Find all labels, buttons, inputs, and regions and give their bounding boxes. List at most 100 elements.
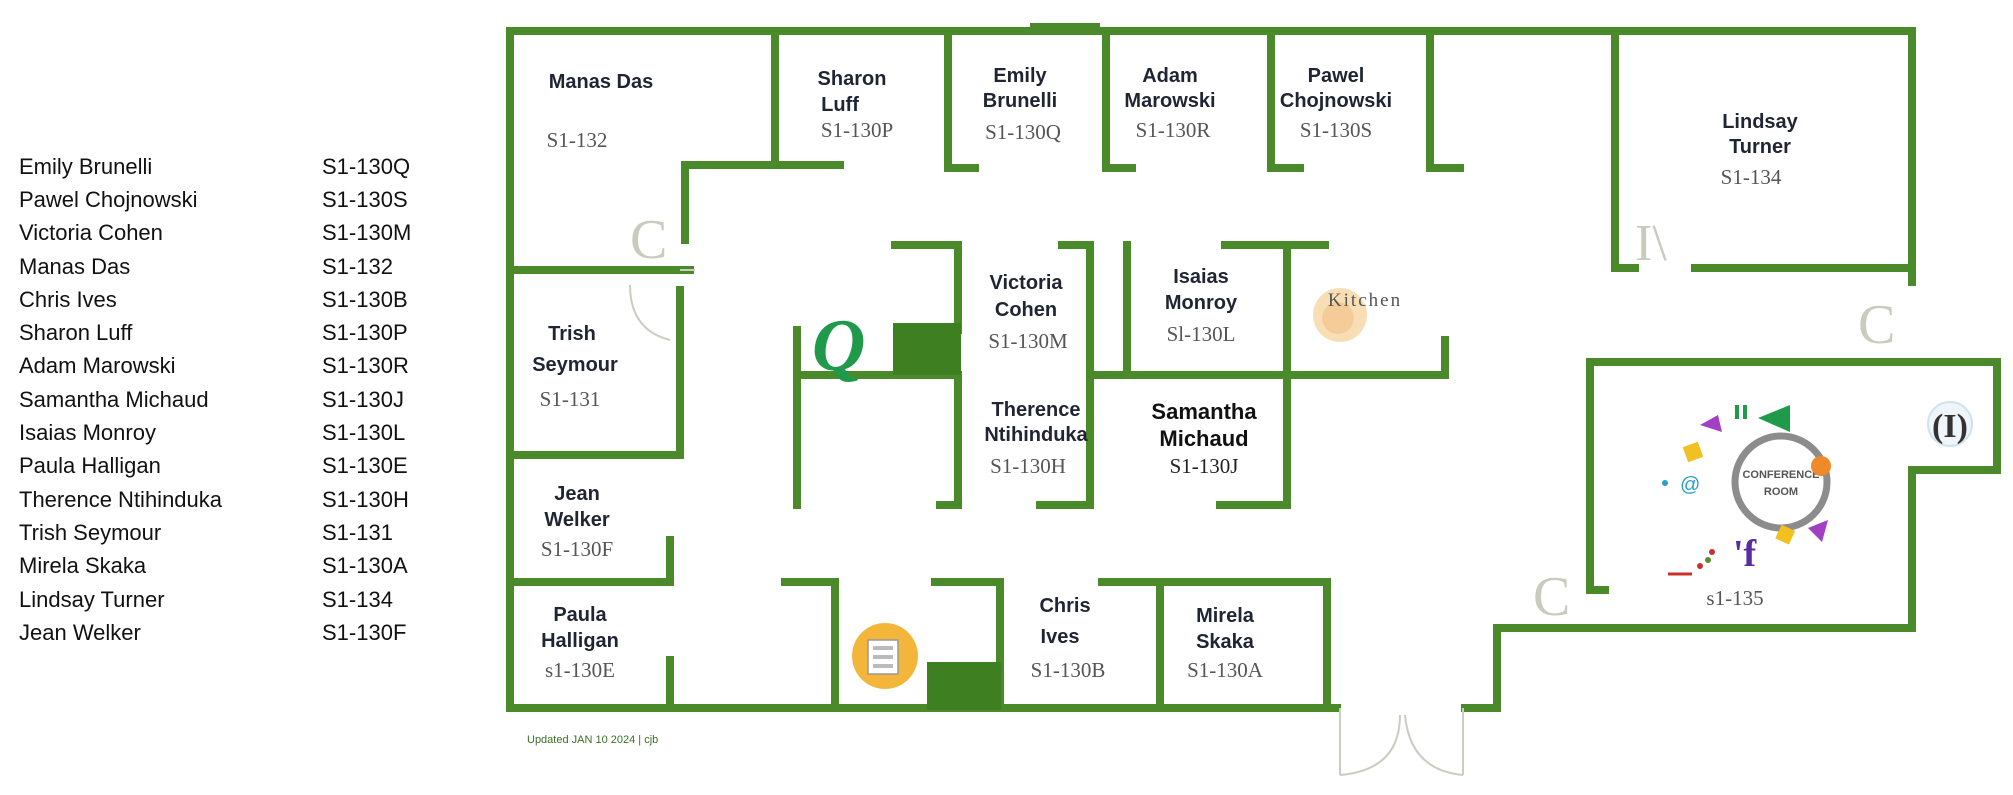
directory-room: S1-130F	[322, 619, 407, 645]
door-c-1: C	[630, 209, 667, 271]
svg-text:Turner: Turner	[1729, 136, 1791, 158]
directory-room: S1-130B	[322, 286, 408, 312]
svg-text:Trish: Trish	[548, 323, 596, 345]
office-victoria: Victoria Cohen S1-130M	[988, 272, 1068, 353]
svg-text:S1-130A: S1-130A	[1187, 658, 1264, 682]
directory-name: Isaias Monroy	[19, 420, 156, 446]
directory-name: Pawel Chojnowski	[19, 186, 198, 212]
updated-note: Updated JAN 10 2024 | cjb	[527, 734, 658, 746]
directory-room: S1-130H	[322, 486, 409, 512]
directory-name: Victoria Cohen	[19, 220, 163, 246]
directory-name: Mirela Skaka	[19, 553, 147, 579]
svg-text:Brunelli: Brunelli	[983, 90, 1057, 112]
directory-name: Sharon Luff	[19, 320, 133, 346]
directory-room: S1-130L	[322, 420, 406, 446]
svg-text:(I): (I)	[1932, 408, 1968, 445]
svg-text:Jean: Jean	[554, 483, 600, 505]
kitchen-icon	[1313, 288, 1367, 342]
directory-room: S1-130S	[322, 186, 408, 212]
directory-name: Adam Marowski	[19, 353, 176, 379]
svg-text:Chris: Chris	[1039, 595, 1090, 617]
office-manas: Manas Das S1-132	[547, 71, 654, 152]
svg-text:Samantha: Samantha	[1151, 399, 1257, 424]
svg-text:Emily: Emily	[993, 65, 1047, 87]
svg-text:Q: Q	[812, 305, 865, 387]
svg-text:CONFERENCE: CONFERENCE	[1742, 469, 1819, 481]
svg-text:Ives: Ives	[1041, 626, 1080, 648]
directory-room: S1-132	[322, 253, 393, 279]
svg-text:Cohen: Cohen	[995, 299, 1057, 321]
door-c-3: C	[1533, 566, 1570, 628]
svg-text:Monroy: Monroy	[1165, 292, 1238, 314]
directory-name: Emily Brunelli	[19, 153, 153, 179]
directory-room: S1-130Q	[322, 153, 411, 179]
conference-icon: CONFERENCE ROOM @ 'f	[1662, 405, 1831, 576]
directory-row: Therence Ntihinduka S1-130H	[19, 483, 439, 516]
directory-name: Samantha Michaud	[19, 386, 209, 412]
office-mirela: Mirela Skaka S1-130A	[1187, 605, 1264, 682]
printer-icon	[852, 623, 918, 689]
directory-room: S1-130E	[322, 453, 408, 479]
svg-text:Seymour: Seymour	[532, 354, 618, 376]
svg-text:s1-130E: s1-130E	[545, 658, 615, 682]
directory-row: Adam Marowski S1-130R	[19, 350, 439, 383]
office-therence: Therence Ntihinduka S1-130H	[984, 399, 1088, 478]
directory-name: Chris Ives	[19, 286, 117, 312]
svg-text:S1-130H: S1-130H	[990, 454, 1066, 478]
office-jean: Jean Welker S1-130F	[541, 483, 613, 561]
svg-text:Therence: Therence	[992, 399, 1081, 421]
svg-text:S1-130Q: S1-130Q	[985, 120, 1061, 144]
svg-text:Victoria: Victoria	[990, 272, 1064, 294]
directory-name: Manas Das	[19, 253, 131, 279]
office-trish: Trish Seymour S1-131	[532, 323, 618, 411]
svg-text:Mirela: Mirela	[1196, 605, 1255, 627]
top-door-marker	[1030, 23, 1100, 35]
svg-text:'f: 'f	[1733, 533, 1758, 575]
svg-text:S1-130P: S1-130P	[821, 118, 893, 142]
directory-row: Chris Ives S1-130B	[19, 283, 439, 316]
svg-text:ROOM: ROOM	[1764, 486, 1798, 498]
directory-name: Lindsay Turner	[19, 586, 165, 612]
office-samantha: Samantha Michaud S1-130J	[1151, 399, 1257, 478]
svg-text:S1-132: S1-132	[547, 128, 608, 152]
svg-text:Skaka: Skaka	[1196, 631, 1255, 653]
svg-text:S1-130M: S1-130M	[988, 329, 1068, 353]
info-icon: (I)	[1927, 401, 1973, 447]
svg-text:Paula: Paula	[553, 604, 607, 626]
svg-text:Welker: Welker	[544, 509, 609, 531]
office-chris: Chris Ives S1-130B	[1031, 595, 1106, 682]
office-paula: Paula Halligan s1-130E	[541, 604, 619, 682]
q-logo-icon: Q	[812, 305, 865, 387]
directory-room: S1-130R	[322, 353, 409, 379]
svg-text:Sl-130L: Sl-130L	[1167, 322, 1236, 346]
directory-row: Isaias Monroy S1-130L	[19, 416, 439, 449]
column-block-bottom	[927, 662, 1001, 710]
directory-name: Paula Halligan	[19, 453, 161, 479]
directory-room: S1-134	[322, 586, 393, 612]
directory-row: Emily Brunelli S1-130Q	[19, 150, 439, 183]
kitchen-label: Kitchen	[1328, 290, 1402, 311]
conference-room-number: s1-135	[1706, 586, 1763, 610]
directory-name: Trish Seymour	[19, 519, 162, 545]
door-c-2: C	[1858, 294, 1895, 356]
directory-row: Lindsay Turner S1-134	[19, 583, 439, 616]
svg-text:Chojnowski: Chojnowski	[1280, 90, 1392, 112]
directory-room: S1-130J	[322, 386, 404, 412]
svg-text:Michaud: Michaud	[1159, 426, 1248, 451]
directory-name: Therence Ntihinduka	[19, 486, 223, 512]
column-block	[893, 323, 961, 375]
directory-row: Samantha Michaud S1-130J	[19, 383, 439, 416]
door-i-mark: I\	[1635, 215, 1667, 272]
directory-row: Manas Das S1-132	[19, 250, 439, 283]
directory-name: Jean Welker	[19, 619, 141, 645]
svg-text:Halligan: Halligan	[541, 630, 619, 652]
svg-text:S1-134: S1-134	[1721, 165, 1782, 189]
directory-row: Pawel Chojnowski S1-130S	[19, 183, 439, 216]
door-swings	[629, 269, 1464, 776]
